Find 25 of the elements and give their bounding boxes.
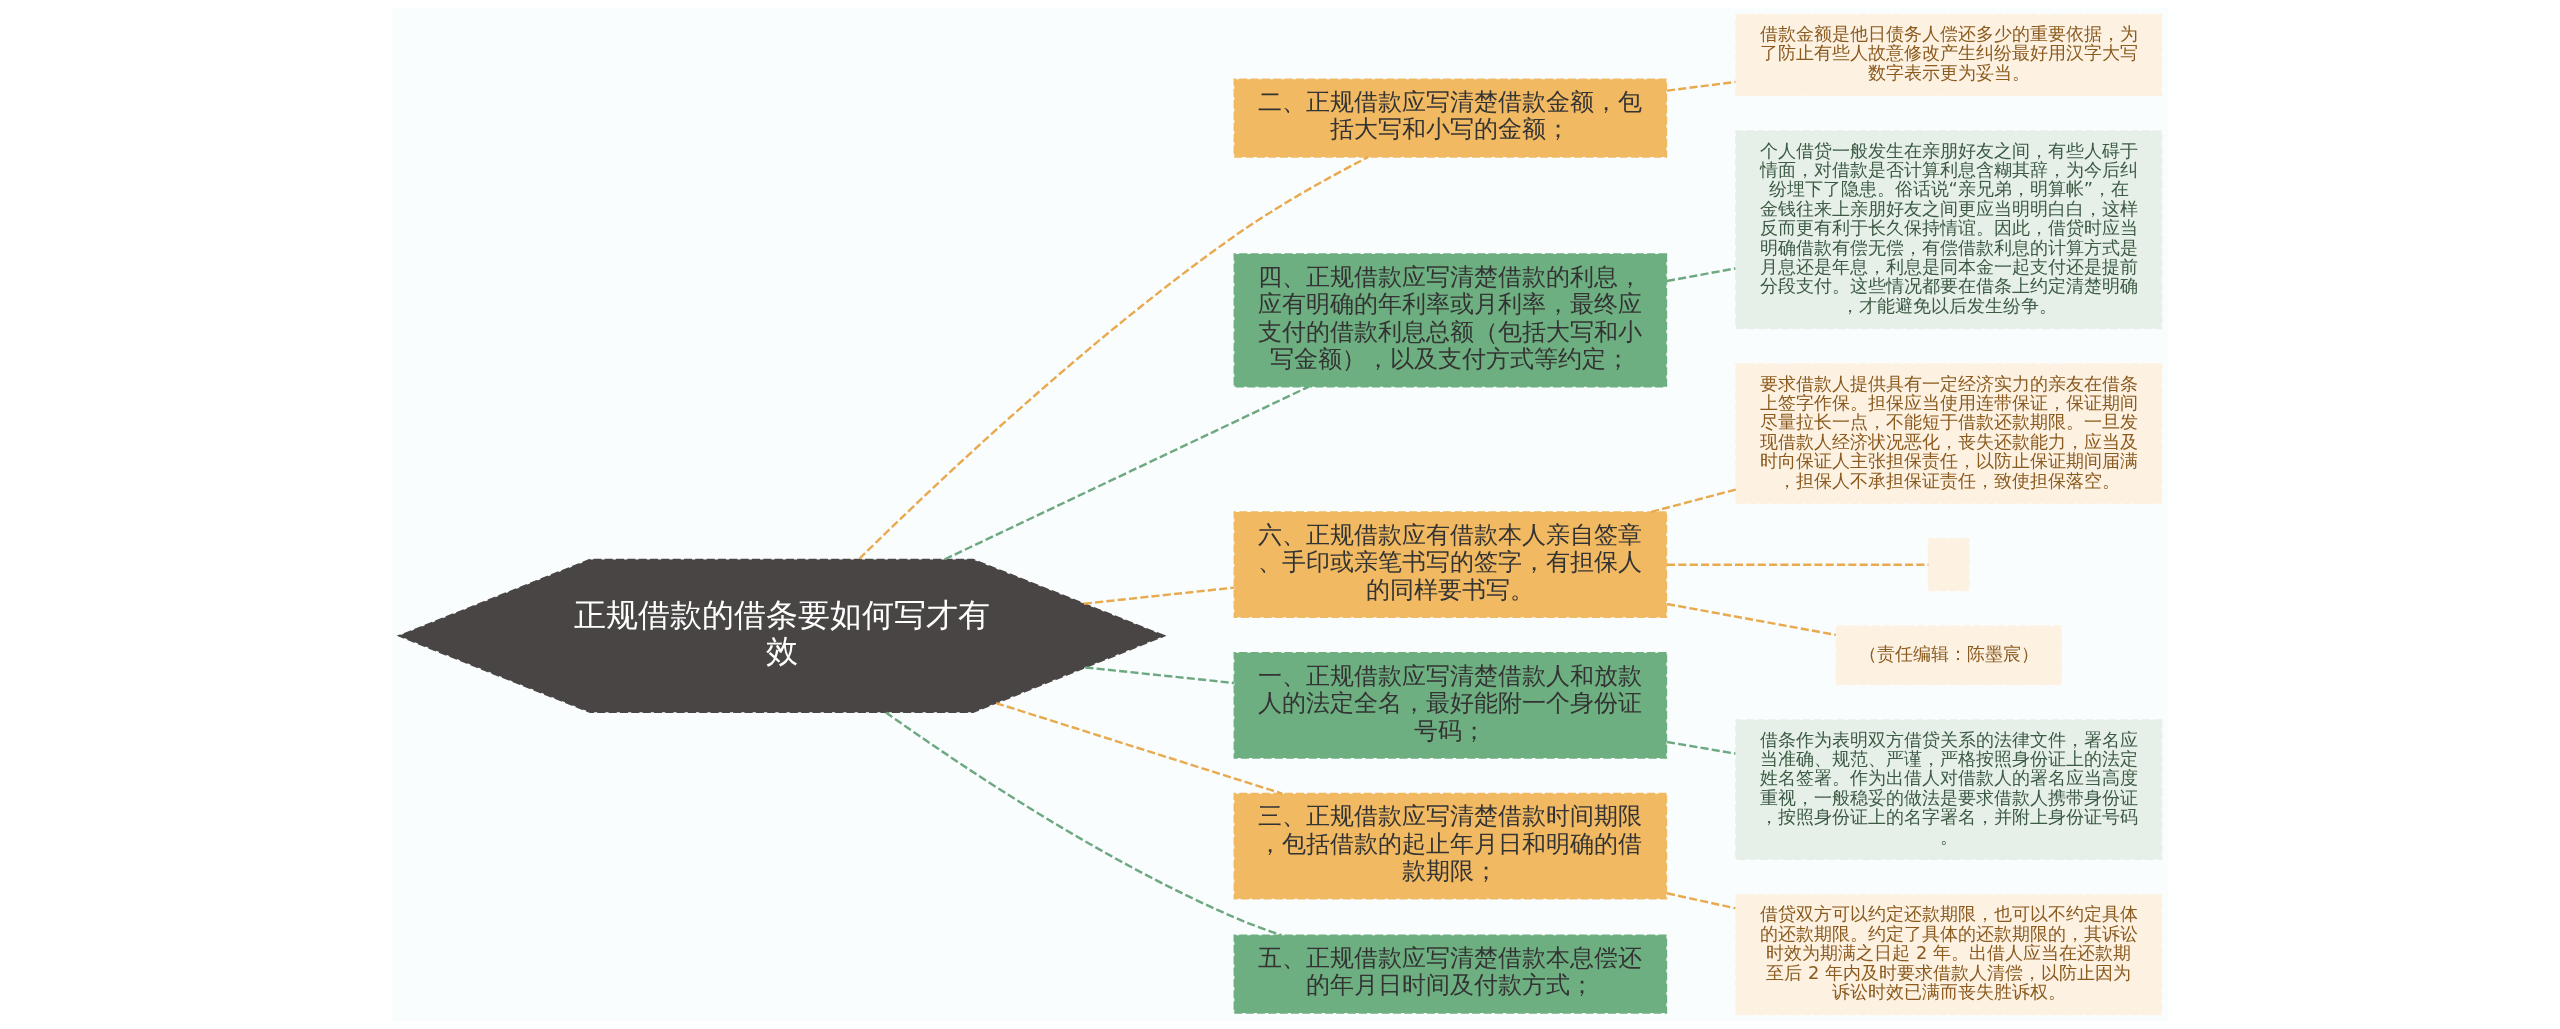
node-box: （责任编辑：陈墨宸） (1835, 625, 2062, 686)
connector (1085, 666, 1235, 685)
node-box: 二、正规借款应写清楚借款金额，包括大写和小写的金额； (1233, 78, 1668, 158)
connector (1666, 602, 1836, 637)
node-box: 借款金额是他日债务人偿还多少的重要依据，为了防止有些人故意修改产生纠纷最好用汉字大写数字表示更为妥当。 (1735, 13, 2163, 97)
connector (944, 385, 1309, 561)
connector (1666, 740, 1736, 755)
connector (1650, 488, 1737, 514)
node-box: 三、正规借款应写清楚借款时间期限，包括借款的起止年月日和明确的借款期限； (1233, 792, 1668, 900)
connector (1083, 586, 1235, 605)
connector (885, 711, 1282, 937)
node-box: 六、正规借款应有借款本人亲自签章、手印或亲笔书写的签字，有担保人的同样要书写。 (1233, 511, 1668, 619)
node-box: 借贷双方可以约定还款期限，也可以不约定具体的还款期限。约定了具体的还款期限的，其诉讼时效为期满之日起 2 年。出借人应当在还款期至后 2 年内及时要求借款人清偿，以防止因为诉讼时效已满而丧失胜诉权。 (1735, 893, 2163, 1016)
node-box: 个人借贷一般发生在亲朋好友之间，有些人碍于情面，对借款是否计算利息含糊其辞，为今后纠纷埋下了隐患。俗话说“亲兄弟，明算帐”，在金钱往来上亲朋好友之间更应当明明白白，这样反而更有利于长久保持情谊。因此，借贷时应当明确借款有偿无偿，有偿借款利息的计算方式是月息还是年息，利息是同本金一起支付还是提前分段支付。这些情况都要在借条上约定清楚明确，才能避免以后发生纷争。 (1735, 130, 2163, 330)
node-box: 借条作为表明双方借贷关系的法律文件，署名应当准确、规范、严谨，严格按照身份证上的法定姓名签署。作为出借人对借款人的署名应当高度重视，一般稳妥的做法是要求借款人携带身份证，按照身份证上的名字署名，并附上身份证号码。 (1735, 719, 2163, 860)
node-box: 要求借款人提供具有一定经济实力的亲友在借条上签字作保。担保应当使用连带保证，保证期间尽量拉长一点，不能短于借款还款期限。一旦发现借款人经济状况恶化，丧失还款能力，应当及时向保证人主张担保责任，以防止保证期间届满，担保人不承担保证责任，致使担保落空。 (1735, 363, 2163, 504)
connector (1666, 892, 1736, 910)
connector (1666, 267, 1736, 283)
node-box (1927, 537, 1970, 592)
node-box: 四、正规借款应写清楚借款的利息，应有明确的年利率或月利率，最终应支付的借款利息总额（包括大写和小写金额），以及支付方式等约定； (1233, 253, 1668, 388)
node-box: 一、正规借款应写清楚借款人和放款人的法定全名，最好能附一个身份证号码； (1233, 652, 1668, 759)
connector (995, 702, 1283, 795)
connector (1666, 80, 1736, 92)
connector (858, 155, 1369, 560)
node-box: 五、正规借款应写清楚借款本息偿还的年月日时间及付款方式； (1233, 934, 1668, 1014)
